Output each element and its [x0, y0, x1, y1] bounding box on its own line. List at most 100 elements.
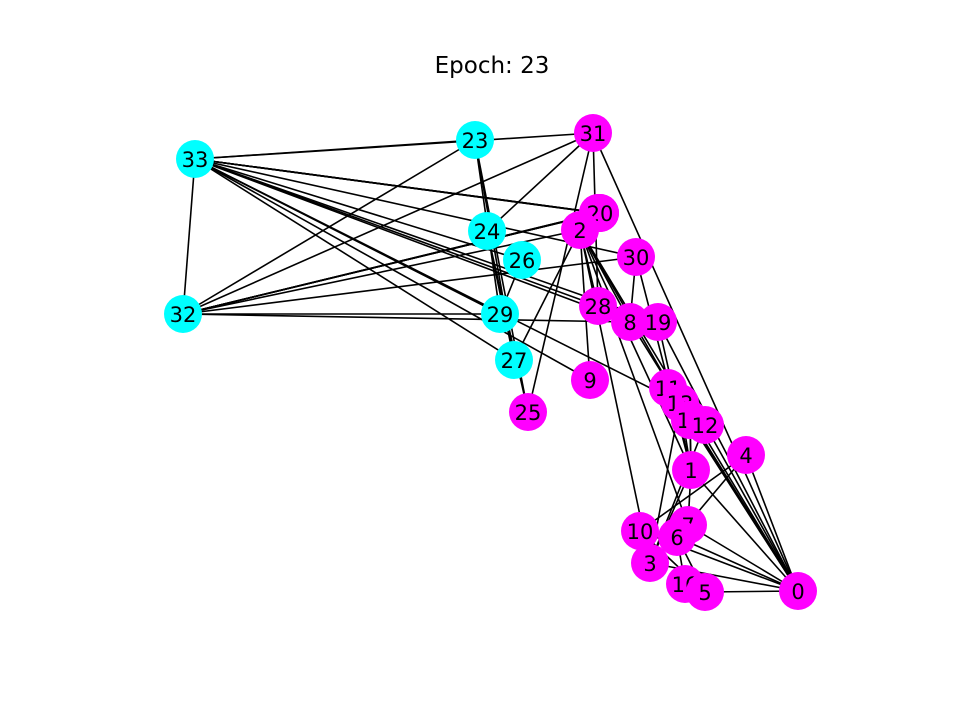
node-circle-30 — [617, 238, 655, 276]
node-label-10: 10 — [627, 520, 654, 544]
node-label-23: 23 — [462, 129, 489, 153]
node-circle-1 — [672, 451, 710, 489]
node-circle-27 — [495, 341, 533, 379]
edge-0-3 — [649, 562, 799, 592]
node-32: 32 — [164, 295, 202, 333]
edge-2-27 — [513, 229, 581, 361]
node-circle-4 — [727, 436, 765, 474]
node-25: 25 — [509, 393, 547, 431]
node-3: 3 — [631, 544, 669, 582]
edge-9-33 — [194, 158, 591, 381]
node-circle-5 — [686, 573, 724, 611]
node-circle-26 — [503, 241, 541, 279]
node-circle-12 — [686, 406, 724, 444]
node-19: 19 — [639, 303, 677, 341]
node-label-9: 9 — [583, 369, 596, 393]
node-label-6: 6 — [670, 526, 683, 550]
edge-8-32 — [182, 313, 631, 323]
node-label-33: 33 — [182, 148, 209, 172]
node-10: 10 — [621, 512, 659, 550]
node-label-28: 28 — [585, 295, 612, 319]
nodes-layer: 3233232426292725931302881922141518202111… — [164, 114, 817, 611]
edge-25-31 — [527, 132, 594, 413]
node-label-12: 12 — [692, 414, 719, 438]
edge-0-7 — [687, 524, 799, 592]
node-label-30: 30 — [623, 246, 650, 270]
edge-30-32 — [182, 256, 637, 315]
node-circle-28 — [579, 287, 617, 325]
edge-22-32 — [182, 212, 601, 315]
edge-19-33 — [194, 158, 659, 323]
node-30: 30 — [617, 238, 655, 276]
node-27: 27 — [495, 341, 533, 379]
edge-0-6 — [676, 536, 799, 592]
node-2: 2 — [561, 211, 599, 249]
edge-1-2 — [579, 229, 692, 471]
node-label-4: 4 — [739, 444, 752, 468]
node-circle-33 — [176, 140, 214, 178]
node-label-19: 19 — [645, 311, 672, 335]
node-label-2: 2 — [573, 219, 586, 243]
node-label-8: 8 — [623, 311, 636, 335]
node-circle-0 — [779, 572, 817, 610]
node-label-26: 26 — [509, 249, 536, 273]
edge-0-31 — [592, 132, 799, 592]
edge-2-3 — [579, 229, 651, 564]
node-circle-29 — [481, 295, 519, 333]
node-label-31: 31 — [580, 122, 607, 146]
node-33: 33 — [176, 140, 214, 178]
node-9: 9 — [571, 361, 609, 399]
node-label-25: 25 — [515, 401, 542, 425]
chart-title: Epoch: 23 — [435, 53, 550, 79]
node-0: 0 — [779, 572, 817, 610]
edge-29-33 — [194, 158, 501, 315]
node-29: 29 — [481, 295, 519, 333]
node-label-27: 27 — [501, 349, 528, 373]
node-circle-9 — [571, 361, 609, 399]
node-circle-23 — [456, 121, 494, 159]
node-circle-2 — [561, 211, 599, 249]
node-8: 8 — [611, 303, 649, 341]
node-24: 24 — [468, 212, 506, 250]
edge-26-33 — [194, 158, 523, 261]
node-5: 5 — [686, 573, 724, 611]
edge-31-32 — [182, 132, 594, 315]
node-label-24: 24 — [474, 220, 501, 244]
node-circle-10 — [621, 512, 659, 550]
edge-0-4 — [745, 454, 799, 592]
node-circle-8 — [611, 303, 649, 341]
node-23: 23 — [456, 121, 494, 159]
node-circle-3 — [631, 544, 669, 582]
node-label-29: 29 — [487, 303, 514, 327]
node-label-1: 1 — [684, 459, 697, 483]
edge-0-1 — [690, 469, 799, 592]
edge-0-21 — [689, 419, 799, 592]
node-circle-6 — [658, 518, 696, 556]
edge-24-31 — [486, 132, 594, 232]
node-circle-32 — [164, 295, 202, 333]
node-28: 28 — [579, 287, 617, 325]
node-1: 1 — [672, 451, 710, 489]
node-6: 6 — [658, 518, 696, 556]
node-26: 26 — [503, 241, 541, 279]
node-31: 31 — [574, 114, 612, 152]
node-label-3: 3 — [643, 552, 656, 576]
edge-28-33 — [194, 158, 599, 307]
edge-31-33 — [194, 132, 594, 160]
node-label-5: 5 — [698, 581, 711, 605]
node-circle-24 — [468, 212, 506, 250]
edge-32-33 — [182, 158, 196, 315]
edge-30-33 — [194, 158, 637, 258]
edge-27-33 — [194, 158, 515, 361]
edge-4-10 — [639, 454, 747, 532]
node-label-32: 32 — [170, 303, 197, 327]
node-label-0: 0 — [791, 580, 804, 604]
node-circle-19 — [639, 303, 677, 341]
edge-0-12 — [704, 424, 799, 592]
node-12: 12 — [686, 406, 724, 444]
node-circle-25 — [509, 393, 547, 431]
node-circle-31 — [574, 114, 612, 152]
node-4: 4 — [727, 436, 765, 474]
